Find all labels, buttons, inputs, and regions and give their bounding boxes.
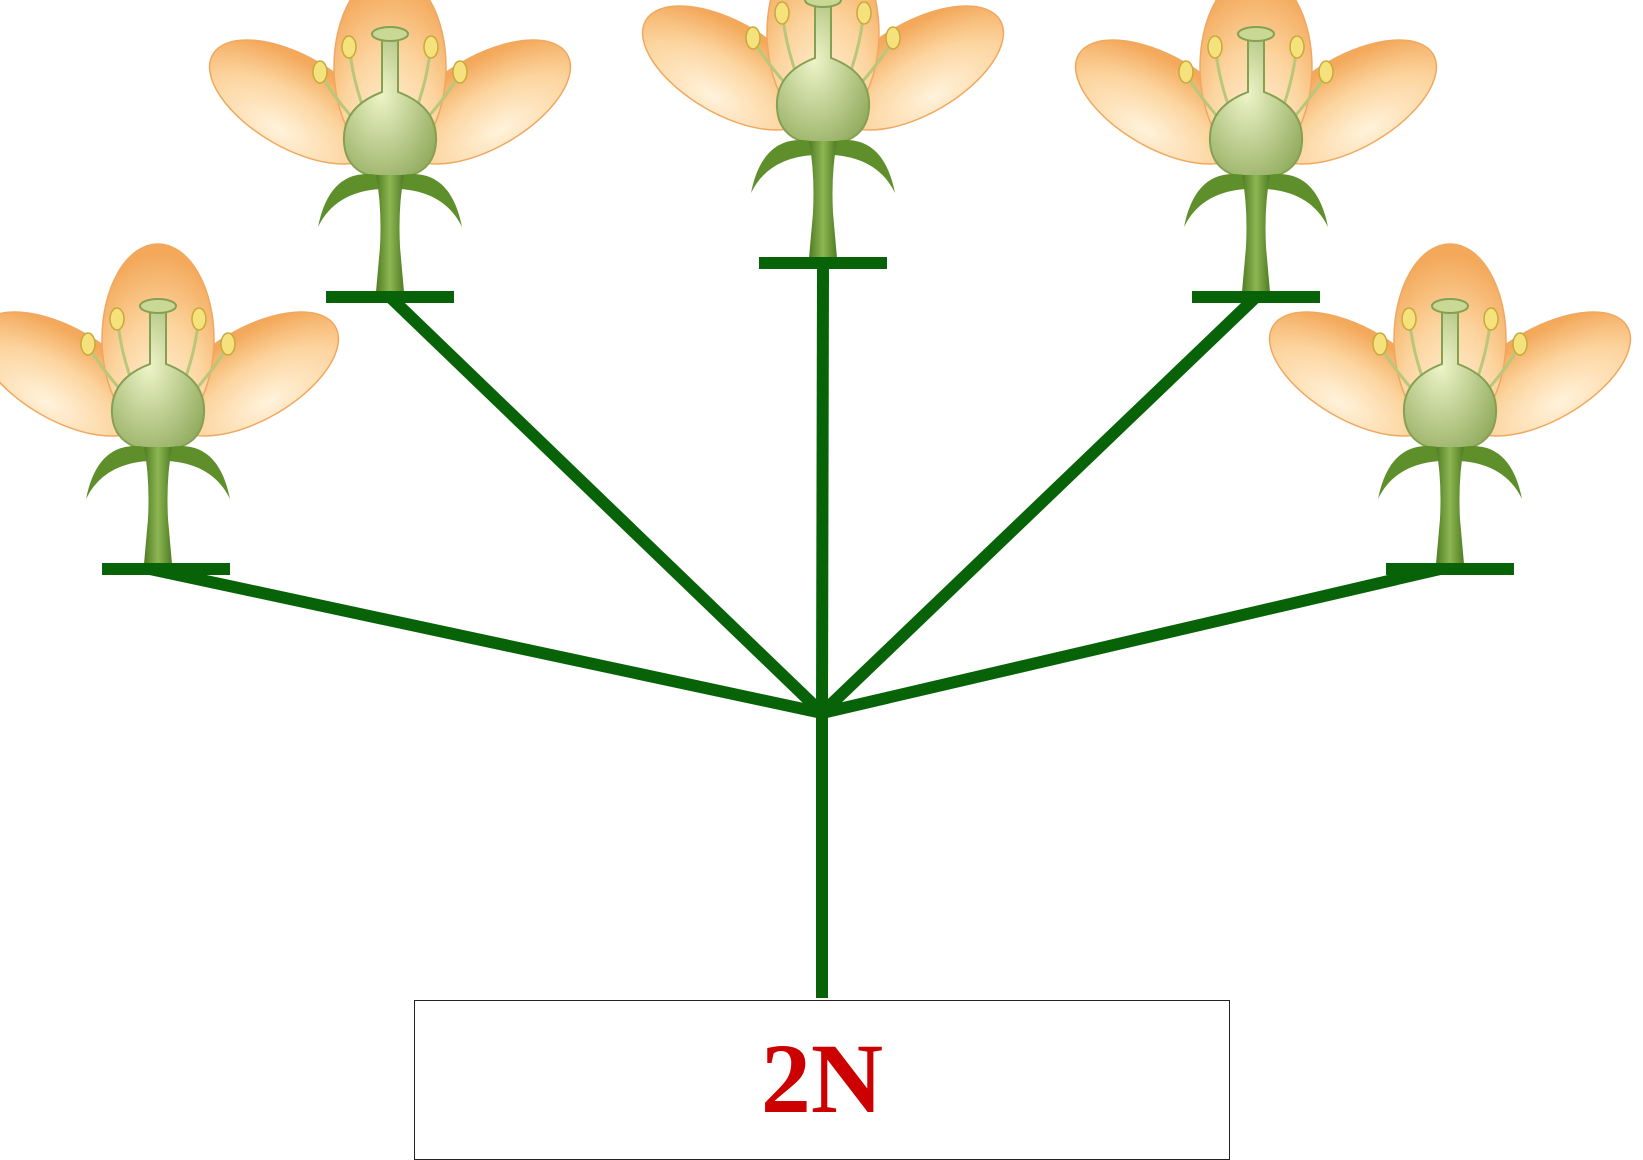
flower-right xyxy=(1054,0,1458,294)
ploidy-label-box: 2N xyxy=(414,1000,1230,1160)
flower-left xyxy=(188,0,592,294)
branch-far-right xyxy=(820,563,1442,719)
branch-right xyxy=(817,292,1261,718)
flower-far-left xyxy=(0,242,360,566)
flower-center xyxy=(621,0,1025,260)
branch-left xyxy=(385,292,827,718)
ploidy-label: 2N xyxy=(760,1023,884,1134)
branch-far-left xyxy=(148,563,824,719)
branch-center xyxy=(816,262,829,714)
